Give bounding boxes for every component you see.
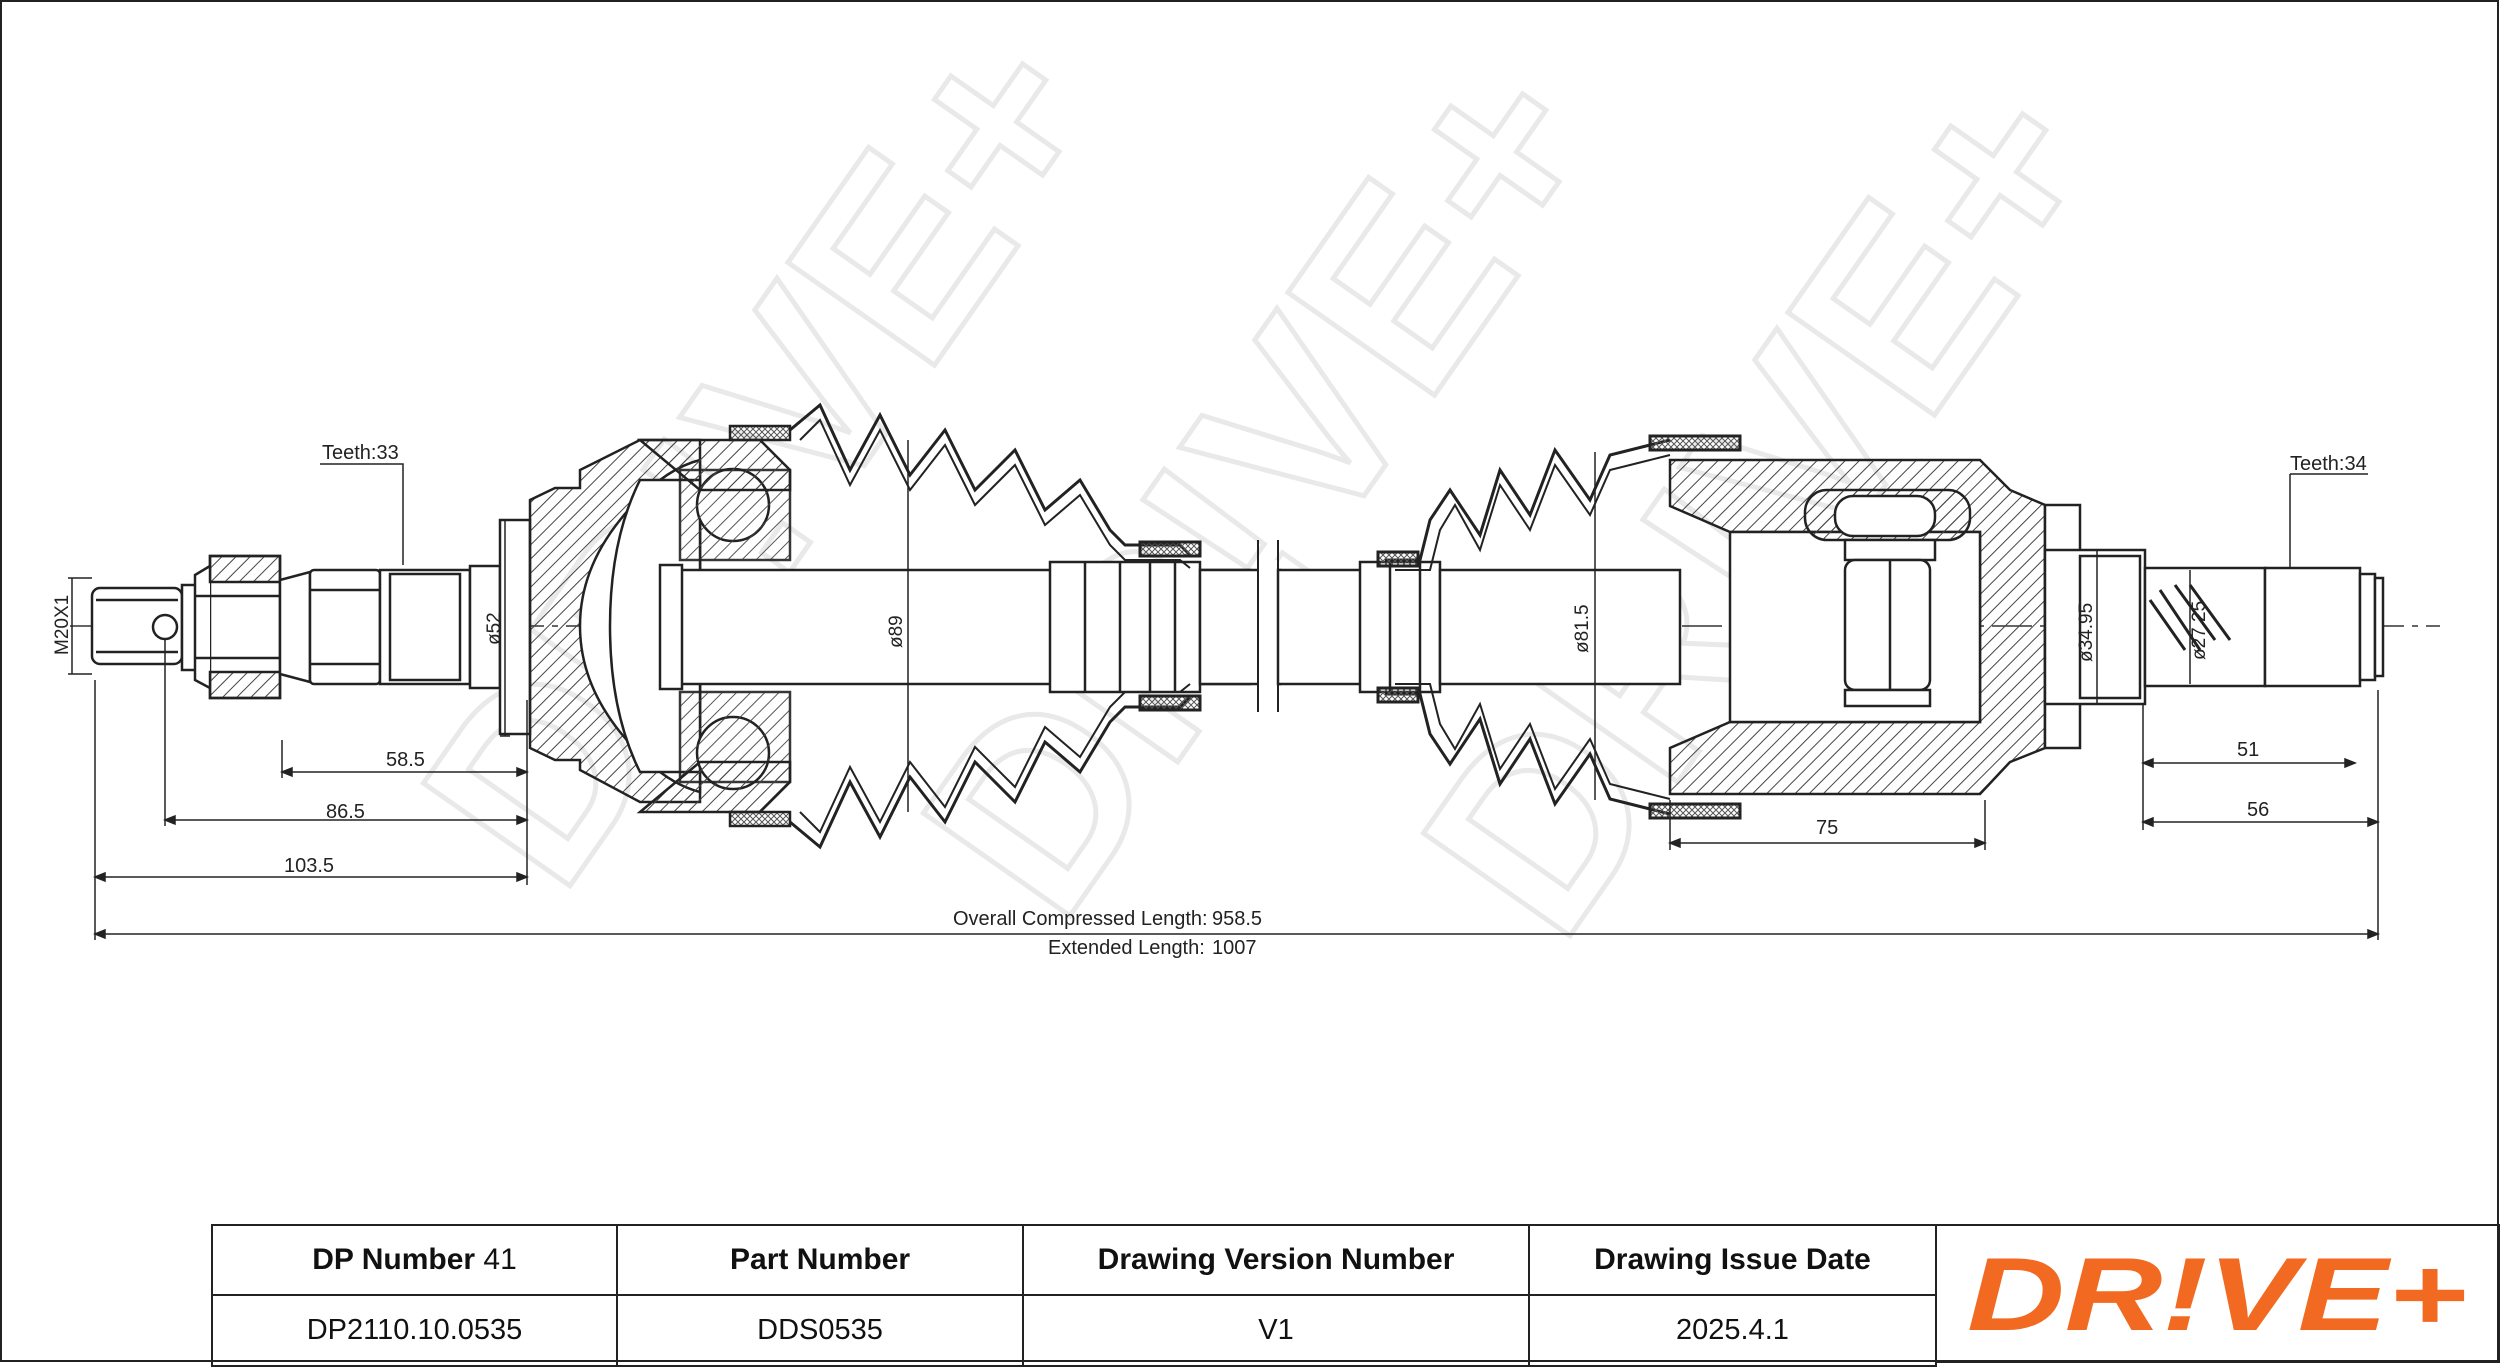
d34-95-label: ø34.95: [2076, 603, 2097, 662]
left-stub: [90, 518, 532, 736]
title-block-value-row: DP2110.10.0535 DDS0535 V1 2025.4.1: [210, 1294, 1937, 1367]
right-stub: [2043, 548, 2385, 706]
outer-cv-joint: [528, 424, 792, 828]
dim-103-5: 103.5: [284, 855, 334, 877]
inner-tripod-joint: [1668, 458, 2082, 796]
dim-56: 56: [2247, 799, 2269, 821]
d81-5-label: ø81.5: [1572, 604, 1593, 653]
header-dp-number-label: DP Number: [312, 1243, 476, 1276]
dim-51: 51: [2237, 739, 2259, 761]
overall-compressed-value: 958.5: [1212, 908, 1262, 930]
title-block-header-row: DP Number 41 Part Number Drawing Version…: [210, 1224, 1937, 1296]
d89-label: ø89: [886, 615, 907, 648]
title-block: DP Number 41 Part Number Drawing Version…: [210, 1224, 2500, 1367]
overall-compressed-label: Overall Compressed Length:: [953, 908, 1208, 930]
logo-cell: DR!VE+: [1937, 1224, 2500, 1363]
title-block-table: DP Number 41 Part Number Drawing Version…: [210, 1224, 1937, 1367]
outer-boot: [789, 402, 1202, 850]
dim-58-5: 58.5: [386, 749, 425, 771]
header-issue-date: Drawing Issue Date: [1528, 1224, 1937, 1296]
dim-75: 75: [1816, 817, 1838, 839]
value-issue-date: 2025.4.1: [1528, 1294, 1937, 1367]
extended-length-value: 1007: [1212, 937, 1257, 959]
inner-boot: [1376, 434, 1742, 820]
dimension-labels: Teeth:33 M20X1 ø52 ø89 ø81.5 ø34.95 ø27.…: [52, 442, 2367, 959]
teeth-right-label: Teeth:34: [2290, 453, 2367, 475]
value-part-number: DDS0535: [616, 1294, 1025, 1367]
value-drawing-version: V1: [1022, 1294, 1530, 1367]
teeth-left-label: Teeth:33: [322, 442, 399, 464]
drive-logo: DR!VE+: [1967, 1237, 2467, 1353]
dim-86-5: 86.5: [326, 801, 365, 823]
value-dp-number: DP2110.10.0535: [210, 1294, 619, 1367]
drive-logo-text: DR!VE+: [1967, 1237, 2467, 1353]
dimension-lines: [68, 440, 2381, 940]
drive-shaft: [658, 540, 1682, 712]
header-dp-number: DP Number 41: [210, 1224, 619, 1296]
header-part-number: Part Number: [616, 1224, 1025, 1296]
thread-label: M20X1: [52, 595, 73, 655]
header-drawing-version: Drawing Version Number: [1022, 1224, 1530, 1296]
header-dp-number-suffix: 41: [483, 1243, 517, 1276]
extended-length-label: Extended Length:: [1048, 937, 1205, 959]
d52-label: ø52: [484, 612, 505, 645]
d27-25-label: ø27.25: [2189, 601, 2210, 660]
